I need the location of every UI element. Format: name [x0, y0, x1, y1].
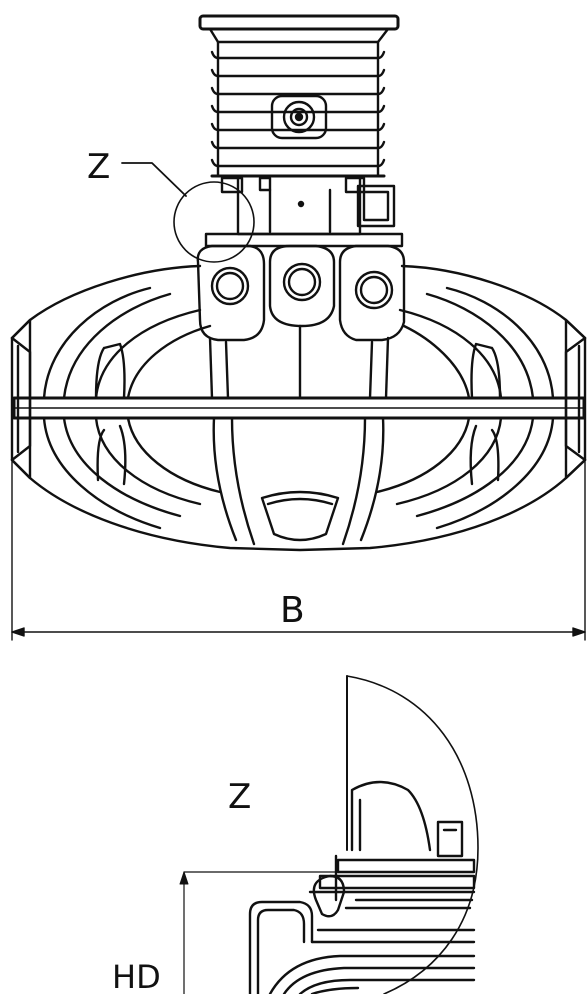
detail-title-label: Z — [228, 777, 251, 817]
dimension-b — [11, 459, 586, 641]
width-dimension-label: B — [280, 590, 305, 631]
height-dimension-label: HD — [112, 958, 161, 994]
detail-circle-z — [121, 162, 255, 263]
detail-marker-label: Z — [87, 147, 110, 187]
tank-front-view — [10, 14, 587, 552]
detail-z-view — [179, 675, 479, 994]
dome-shaft — [198, 14, 400, 178]
pipe-ports — [196, 244, 406, 342]
tank-body — [10, 264, 587, 552]
connection-block — [204, 174, 404, 248]
